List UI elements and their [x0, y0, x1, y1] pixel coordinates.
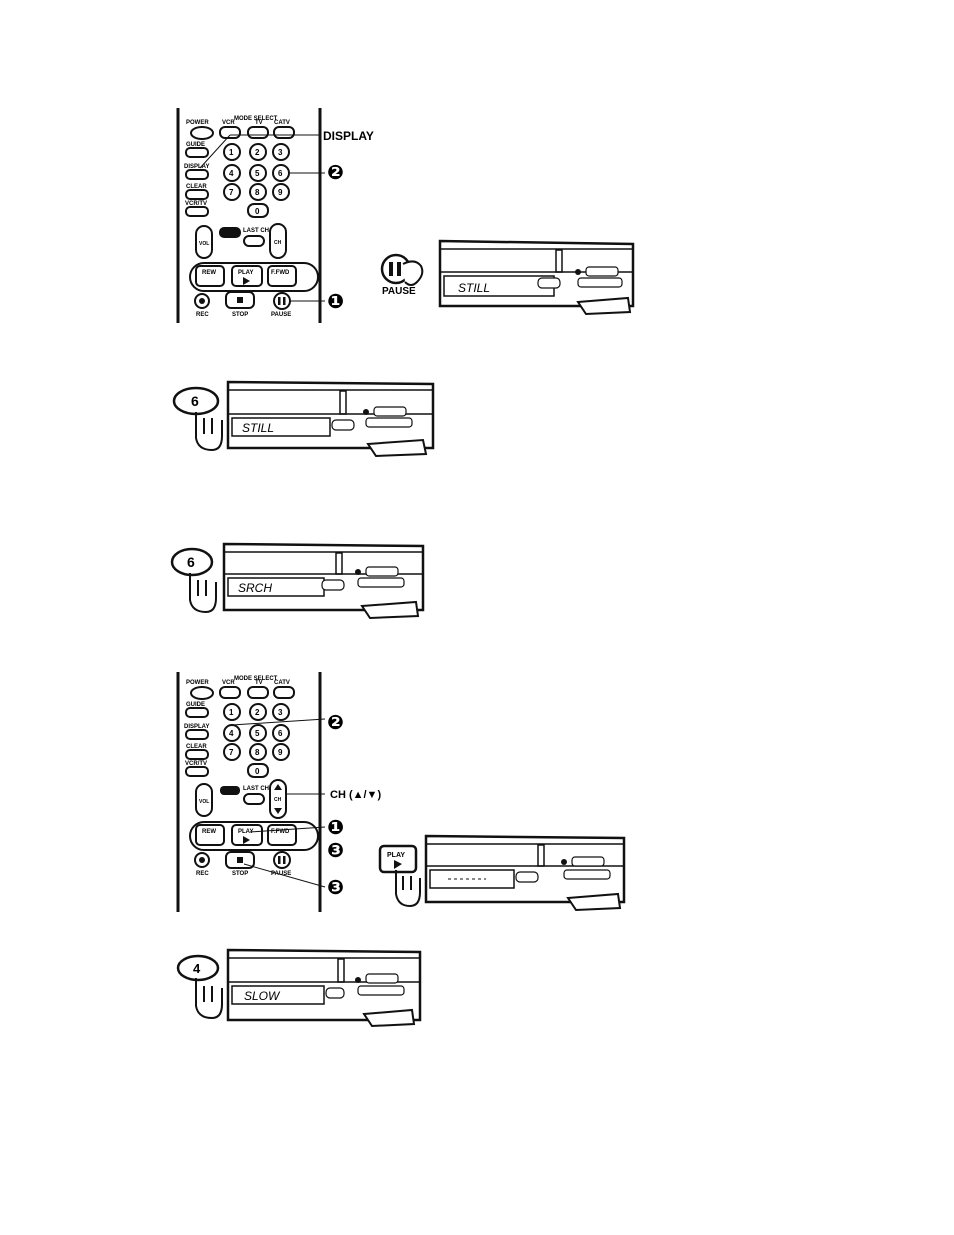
step-2-callout: ❷	[327, 162, 344, 184]
svg-text:CATV: CATV	[274, 680, 290, 686]
svg-text:VOL: VOL	[199, 799, 209, 805]
svg-text:VOL: VOL	[199, 241, 209, 247]
svg-text:5: 5	[255, 169, 260, 178]
svg-text:1: 1	[229, 148, 234, 157]
display-callout: DISPLAY	[323, 129, 374, 143]
play-button[interactable]	[232, 266, 262, 286]
svg-text:CH: CH	[274, 240, 282, 246]
step-2-callout-2: ❷	[327, 712, 344, 734]
svg-text:POWER: POWER	[186, 680, 209, 686]
svg-text:0: 0	[255, 207, 260, 216]
step-1-callout-2: ❶	[327, 817, 344, 839]
key4-slow-figure: 4 SLOW	[168, 948, 428, 1028]
vcr-display-slow: SLOW	[244, 989, 281, 1003]
svg-text:5: 5	[255, 729, 260, 738]
svg-text:F.FWD: F.FWD	[271, 270, 290, 276]
finger-icon	[190, 573, 216, 612]
remote-figure-2: MODE SELECT POWER VCR TV CATV GUIDE 1 2 …	[170, 672, 400, 917]
tv-mode-button[interactable]	[248, 127, 268, 138]
svg-text:REC: REC	[196, 312, 209, 318]
svg-text:6: 6	[278, 729, 283, 738]
svg-text:REW: REW	[202, 270, 216, 276]
finger-icon	[396, 870, 420, 906]
svg-text:VCR: VCR	[222, 120, 235, 126]
play-button-2[interactable]	[232, 825, 262, 845]
svg-text:7: 7	[229, 748, 234, 757]
step-1-callout: ❶	[327, 291, 344, 313]
vcr-display-still-1: STILL	[458, 281, 490, 295]
swap-button[interactable]	[220, 228, 240, 237]
vcr-tv-button[interactable]	[186, 207, 208, 216]
svg-text:0: 0	[255, 767, 260, 776]
svg-text:VCR: VCR	[222, 680, 235, 686]
finger-icon	[403, 261, 422, 285]
svg-text:4: 4	[229, 169, 234, 178]
vcr-mode-button[interactable]	[220, 127, 240, 138]
svg-text:3: 3	[278, 148, 283, 157]
svg-text:TV: TV	[255, 120, 263, 126]
svg-text:9: 9	[278, 188, 283, 197]
ch-updown-callout: CH (▲/▼)	[330, 789, 381, 801]
svg-text:CH: CH	[274, 797, 282, 803]
key6-still-figure: 6 STILL	[168, 378, 438, 458]
finger-icon	[196, 412, 222, 450]
finger-icon	[196, 978, 222, 1018]
svg-text:6: 6	[278, 169, 283, 178]
key6-srch-figure: 6 SRCH	[168, 540, 438, 620]
pause-button[interactable]	[274, 293, 290, 309]
play-vcr-figure: PLAY	[376, 832, 631, 912]
svg-text:LAST CH: LAST CH	[243, 786, 269, 792]
svg-text:7: 7	[229, 188, 234, 197]
svg-text:4: 4	[229, 729, 234, 738]
pause-callout: PAUSE	[382, 286, 416, 297]
svg-text:POWER: POWER	[186, 120, 209, 126]
display-button[interactable]	[186, 170, 208, 179]
svg-text:6: 6	[187, 554, 195, 570]
clear-button[interactable]	[186, 190, 208, 199]
svg-text:REC: REC	[196, 871, 209, 877]
svg-text:9: 9	[278, 748, 283, 757]
rew-button[interactable]	[196, 266, 224, 286]
svg-text:4: 4	[193, 961, 201, 976]
step-3-callout-a: ❸	[327, 840, 344, 862]
svg-text:LAST CH: LAST CH	[243, 228, 269, 234]
svg-text:CATV: CATV	[274, 120, 290, 126]
svg-text:6: 6	[191, 393, 199, 409]
remote-figure-1: MODE SELECT POWER VCR TV CATV GUIDE 1 2 …	[170, 108, 400, 328]
svg-text:8: 8	[255, 748, 260, 757]
svg-text:STOP: STOP	[232, 312, 248, 318]
svg-text:PAUSE: PAUSE	[271, 312, 291, 318]
vcr-display-still-2: STILL	[242, 421, 274, 435]
svg-text:STOP: STOP	[232, 871, 248, 877]
svg-text:2: 2	[255, 708, 260, 717]
last-ch-button[interactable]	[244, 236, 264, 246]
svg-text:REW: REW	[202, 829, 216, 835]
vcr-display-srch: SRCH	[238, 581, 272, 595]
ffwd-button[interactable]	[268, 266, 296, 286]
svg-text:8: 8	[255, 188, 260, 197]
power-button[interactable]	[191, 127, 213, 139]
step-3-callout-b: ❸	[327, 877, 344, 899]
svg-text:1: 1	[229, 708, 234, 717]
play-key-icon	[380, 846, 416, 872]
pause-vcr-figure: PAUSE STILL	[378, 236, 638, 321]
svg-text:PLAY: PLAY	[387, 852, 405, 859]
svg-text:2: 2	[255, 148, 260, 157]
svg-text:PLAY: PLAY	[238, 270, 253, 276]
guide-button[interactable]	[186, 148, 208, 157]
catv-mode-button[interactable]	[274, 127, 294, 138]
svg-text:3: 3	[278, 708, 283, 717]
svg-text:TV: TV	[255, 680, 263, 686]
